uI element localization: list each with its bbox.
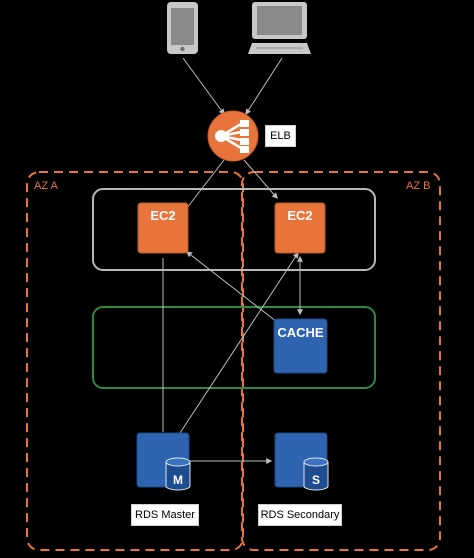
database-cylinder-icon [165, 457, 191, 491]
elb-to-ec2-b-connector [243, 159, 278, 199]
ec2-group [92, 188, 376, 271]
mobile-to-elb-connector [182, 57, 225, 115]
elb-to-ec2-a-connector [182, 159, 225, 214]
rds-secondary-node: S [274, 432, 329, 491]
elb-label: ELB [265, 125, 296, 147]
cache-group [92, 306, 376, 389]
rds-master-label: RDS Master [131, 504, 199, 526]
mobile-phone-icon [167, 2, 198, 54]
az-b-zone [241, 171, 441, 551]
cache-label: CACHE [277, 325, 324, 340]
ec2-a-to-cache-connector [186, 251, 278, 323]
ec2-instance-a: EC2 [137, 202, 189, 254]
connectors [162, 57, 303, 464]
rds-secondary-badge: S [312, 473, 320, 487]
rds-master-node: M [136, 432, 191, 491]
az-a-zone [26, 171, 244, 551]
load-balancer-icon [207, 110, 259, 162]
ec2-instance-b: EC2 [274, 202, 326, 254]
desktop-computer-icon [248, 2, 311, 54]
cache-node: CACHE [273, 318, 328, 374]
rds-master-badge: M [173, 473, 183, 487]
az-b-label: AZ B [406, 180, 430, 192]
desktop-to-elb-connector [245, 57, 283, 116]
rds-secondary-label: RDS Secondary [258, 504, 342, 526]
ec2-b-to-rds-master-connector [179, 251, 299, 434]
database-cylinder-icon [303, 457, 329, 491]
ec2-b-label: EC2 [287, 208, 312, 223]
az-a-label: AZ A [34, 180, 59, 192]
ec2-a-label: EC2 [150, 208, 175, 223]
